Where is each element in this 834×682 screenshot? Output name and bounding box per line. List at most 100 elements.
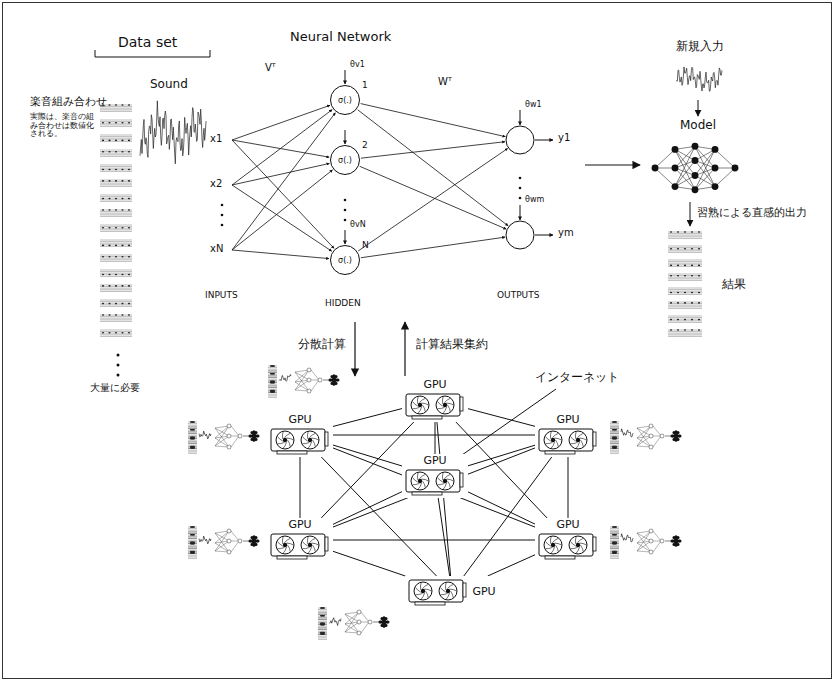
label: 習熟による直感的出力: [697, 207, 807, 220]
label: 結果: [722, 278, 746, 292]
label: Neural Network: [290, 30, 391, 45]
network-connections: [221, 70, 553, 259]
frame: [3, 3, 832, 679]
aggregate-arrow: [404, 322, 405, 376]
label: Wᵀ: [438, 76, 452, 88]
flow-arrow: [698, 100, 699, 116]
label: x2: [210, 178, 222, 190]
gpu-node: GPU: [405, 576, 498, 608]
network-link: [333, 492, 402, 525]
gpu-node: GPU: [267, 413, 333, 457]
network-link: [438, 498, 449, 576]
label: インターネット: [535, 371, 619, 385]
hidden-neuron: σ(.)1: [330, 85, 360, 115]
network-link: [333, 409, 402, 427]
network-link: [321, 422, 413, 518]
gpu-node: GPU: [535, 413, 601, 457]
waveform: [279, 375, 291, 382]
gpu-node: GPU: [535, 518, 601, 562]
network-link: [321, 457, 436, 576]
gpu-label: GPU: [556, 414, 579, 426]
pipeline-thumbnail: [318, 607, 390, 639]
gpu-icon: [405, 391, 465, 421]
network-link: [437, 422, 451, 576]
waveform: [621, 534, 633, 542]
activation-label: σ(.): [338, 256, 352, 265]
gpu-label: GPU: [423, 455, 446, 467]
output-neuron: [506, 221, 534, 249]
label: 計算結果集約: [416, 338, 488, 352]
label: θv1: [350, 60, 365, 69]
label: y1: [558, 132, 570, 144]
pipeline-thumbnail: [610, 526, 682, 558]
illustration-strokes: [100, 67, 738, 639]
network-link: [456, 422, 547, 518]
label: 分散計算: [298, 338, 346, 352]
network-link: [435, 422, 436, 454]
waveform: [199, 431, 211, 439]
flow-arrow: [690, 202, 691, 226]
neuron-number: 2: [362, 140, 368, 150]
pipeline-thumbnail: [188, 421, 260, 453]
waveform: [329, 618, 341, 626]
activation-label: σ(.): [338, 96, 352, 105]
waveform: [199, 536, 211, 544]
label: x1: [210, 133, 222, 145]
gpu-icon: [538, 531, 598, 561]
network-link: [468, 492, 535, 524]
pipeline-thumbnail: [268, 365, 340, 397]
label: θvN: [350, 220, 366, 229]
model-icon: [652, 143, 739, 193]
gpu-icon: [405, 467, 465, 497]
gpu-icon: [408, 577, 468, 607]
label: Model: [680, 119, 716, 133]
dataset-sheet-music: [100, 104, 132, 336]
label: 楽音組み合わせ: [30, 96, 107, 109]
label: ym: [558, 227, 574, 239]
gpu-label: GPU: [472, 586, 495, 598]
gpu-icon: [538, 426, 598, 456]
label: 大量に必要: [90, 382, 140, 394]
network-link: [333, 448, 535, 527]
gpu-icon: [270, 426, 330, 456]
output-neuron: [506, 126, 534, 154]
gpu-node: GPU: [402, 378, 468, 422]
bracket: [95, 50, 210, 57]
label: 新規入力: [676, 40, 724, 54]
waveform: [676, 67, 722, 91]
label: OUTPUTS: [497, 290, 539, 300]
neuron-number: N: [362, 240, 369, 250]
hidden-neuron: σ(.)N: [330, 245, 360, 275]
label: θwm: [525, 195, 544, 204]
waveform: [140, 101, 206, 164]
label: θw1: [525, 100, 542, 109]
gpu-node: GPU: [402, 454, 468, 498]
network-link: [488, 555, 535, 576]
label: xN: [210, 243, 223, 255]
gpu-label: GPU: [423, 379, 446, 391]
gpu-label: GPU: [288, 519, 311, 531]
flow-arrow: [585, 164, 640, 165]
gpu-label: GPU: [556, 519, 579, 531]
pipeline-thumbnail: [188, 526, 260, 558]
label: INPUTS: [205, 290, 238, 300]
network-link: [300, 457, 301, 518]
network-link: [333, 445, 402, 466]
network-link: [468, 409, 535, 427]
label: Sound: [150, 78, 188, 92]
distribute-arrow: [354, 322, 355, 376]
label: Vᵀ: [265, 62, 276, 74]
label: 実際は、楽音の組み合わせは数値化される。: [30, 113, 96, 139]
neuron-number: 1: [362, 80, 368, 90]
pipeline-thumbnail: [610, 421, 682, 453]
gpu-icon: [270, 531, 330, 561]
network-link: [333, 448, 535, 527]
network-link: [333, 551, 405, 576]
network-link: [468, 445, 535, 466]
gpu-label: GPU: [288, 414, 311, 426]
label: HIDDEN: [325, 298, 361, 308]
activation-label: σ(.): [338, 156, 352, 165]
network-link: [333, 435, 535, 436]
gpu-node: GPU: [267, 518, 333, 562]
